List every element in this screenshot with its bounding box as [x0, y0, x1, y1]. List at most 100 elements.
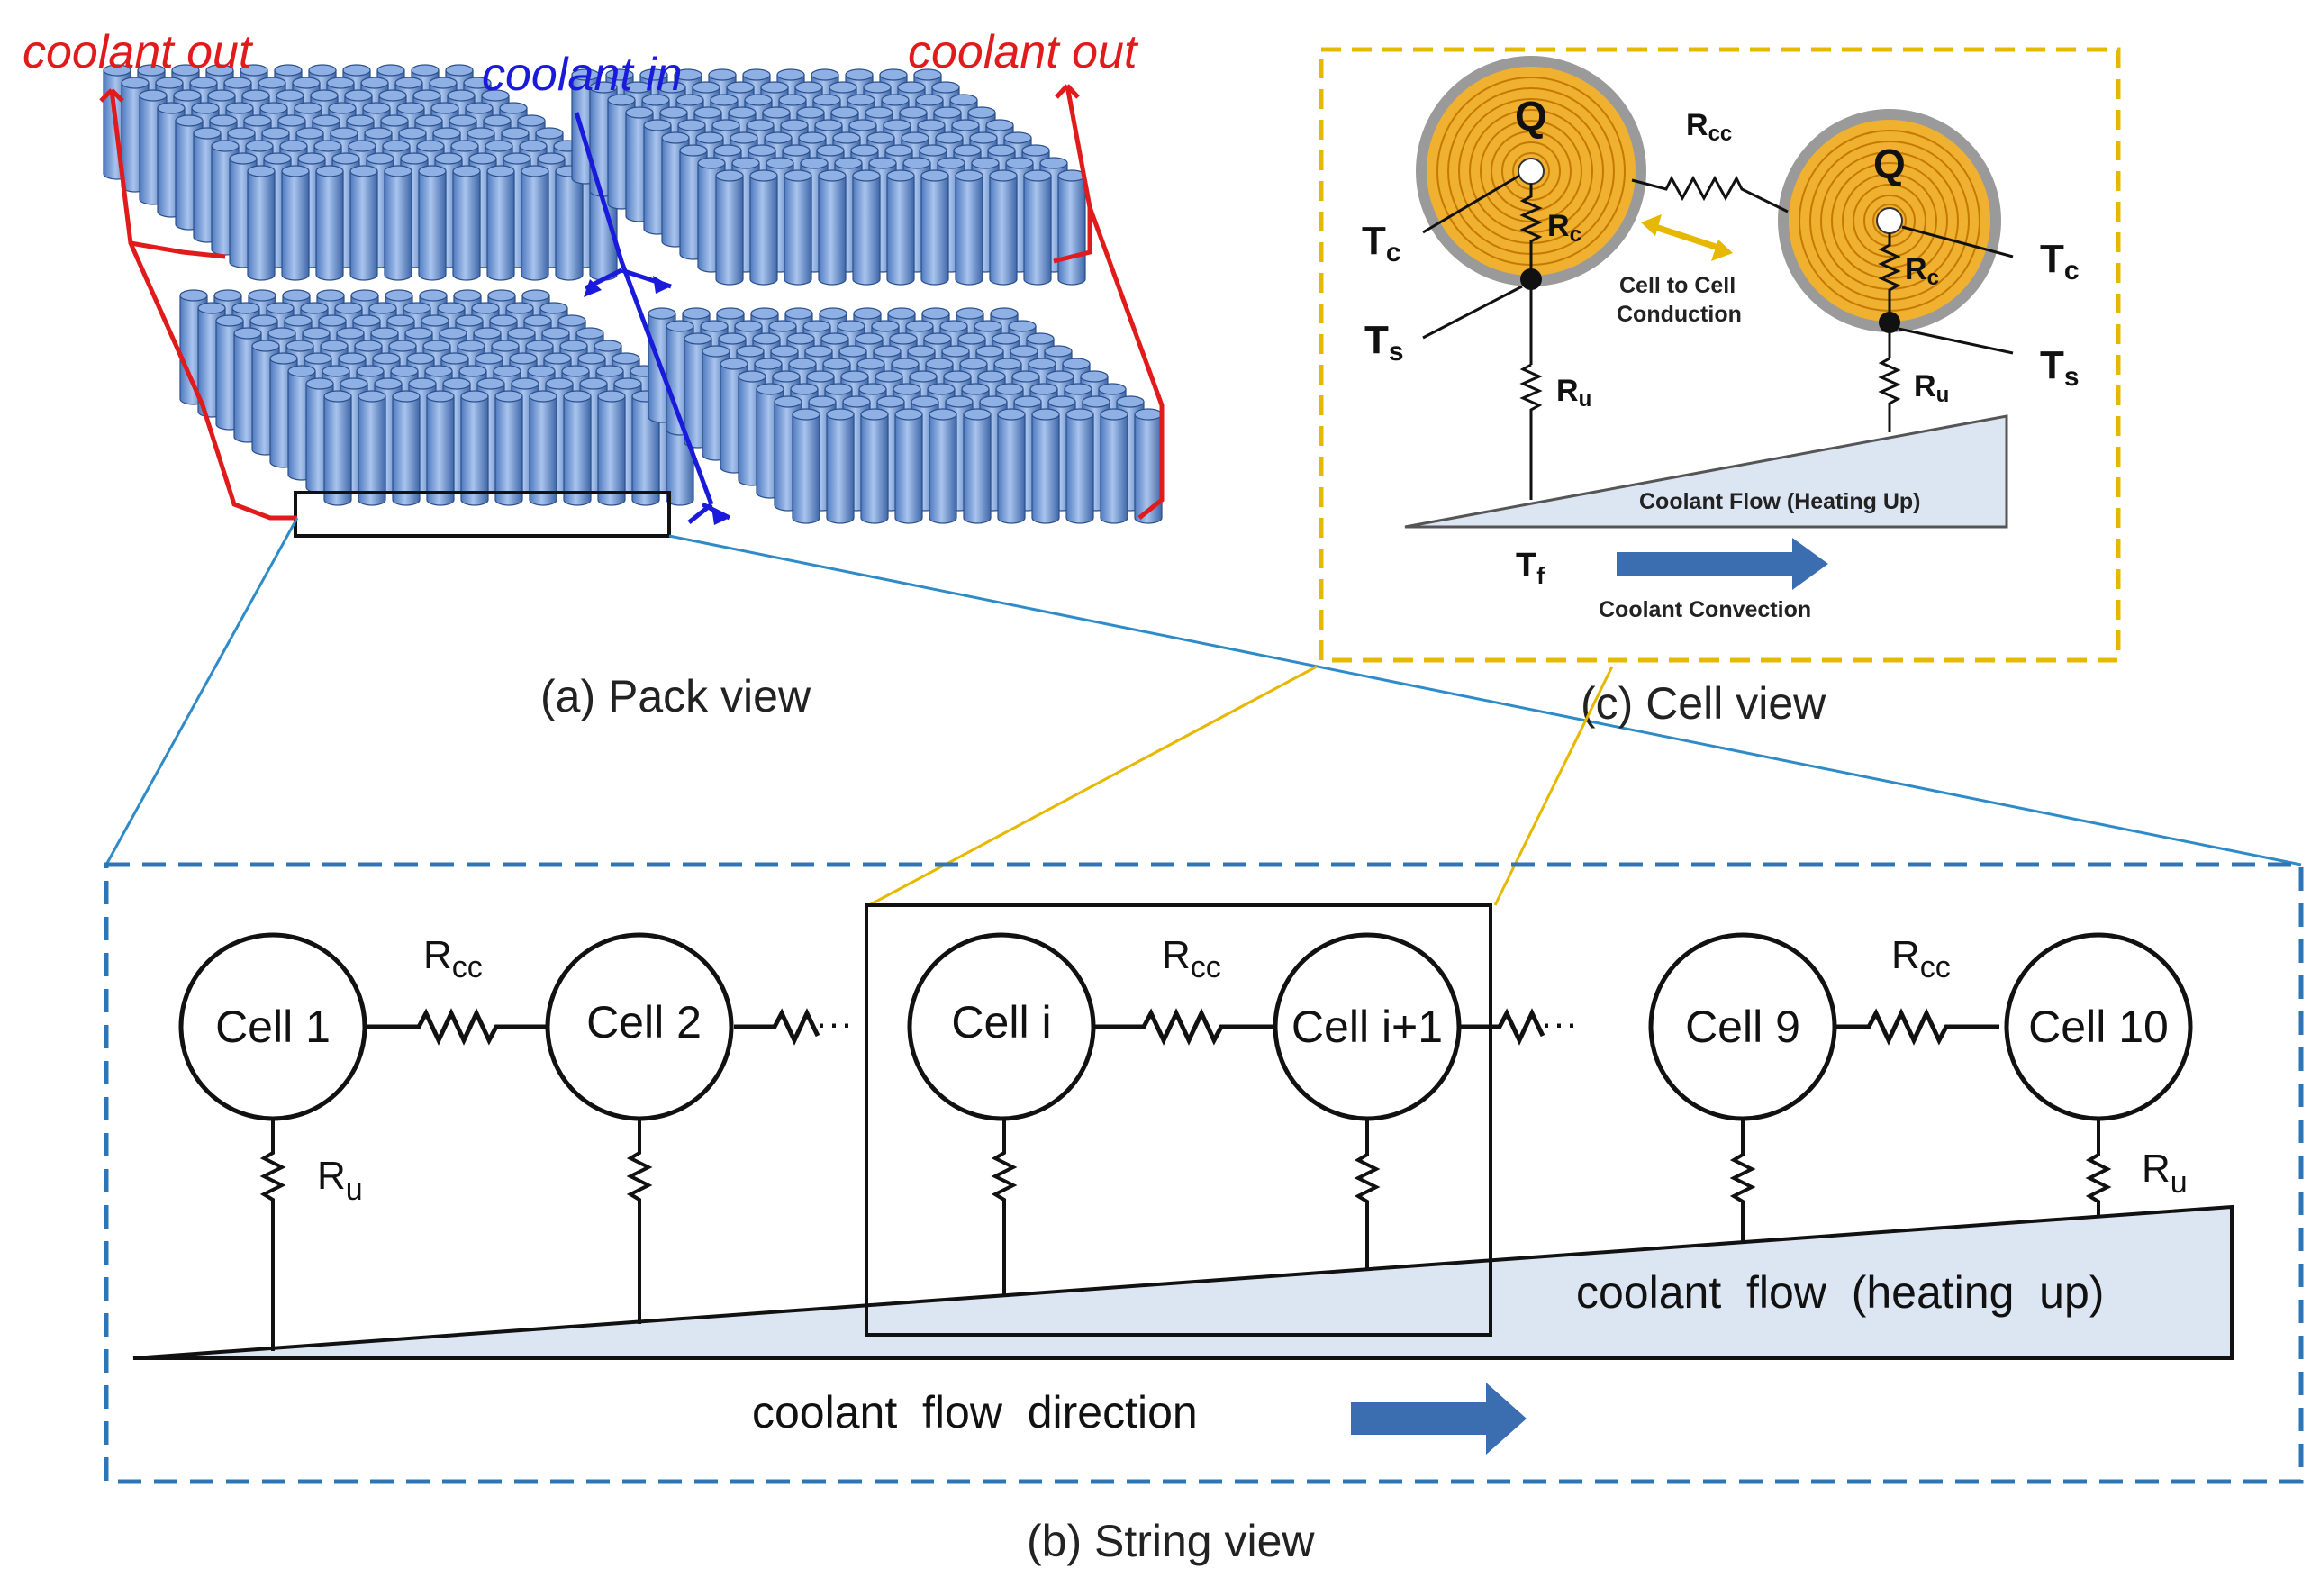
- pack-cylinder-top: [450, 140, 479, 152]
- pack-cylinder-top: [292, 77, 321, 89]
- pack-cylinder-top: [139, 89, 168, 102]
- cell-view-right-cell: [1778, 109, 2014, 432]
- pack-cylinder-top: [605, 68, 634, 81]
- pack-cylinder: [349, 170, 378, 281]
- pack-cylinder-top: [829, 81, 857, 94]
- pack-cylinder-top: [207, 89, 236, 102]
- pack-cylinder-top: [855, 332, 884, 345]
- pack-cylinder-top: [453, 289, 482, 302]
- pack-cylinder-top: [374, 377, 403, 390]
- pack-cylinder-top: [400, 152, 429, 165]
- pack-cylinder: [323, 395, 352, 506]
- pack-cylinder-top: [693, 106, 722, 119]
- pack-cylinder: [452, 170, 481, 281]
- pack-cylinder-top: [458, 365, 487, 377]
- pack-cylinder: [1031, 413, 1060, 524]
- pack-cylinder-top: [295, 127, 324, 140]
- pack-cylinder-top: [840, 370, 869, 383]
- string-coolant-flow-label: coolant flow (heating up): [1576, 1267, 2104, 1318]
- zoom-line-left: [104, 517, 299, 866]
- pack-cylinder-top: [315, 165, 344, 177]
- coolant-out-right-label: coolant out: [908, 26, 1139, 78]
- pack-cylinder-top: [728, 106, 757, 119]
- pack-cylinder-top: [909, 370, 938, 383]
- pack-cylinder-top: [1047, 395, 1076, 408]
- pack-cylinder-top: [455, 314, 484, 327]
- pack-cylinder-top: [1064, 383, 1092, 395]
- pack-cylinder-top: [452, 165, 481, 177]
- pack-cylinder-top: [1028, 358, 1056, 370]
- pack-cylinder-top: [429, 77, 458, 89]
- pack-cylinder-top: [945, 395, 974, 408]
- pack-cylinder-top: [541, 327, 570, 340]
- svg-text:Cell 9: Cell 9: [1685, 1002, 1800, 1052]
- pack-cylinder-top: [312, 114, 340, 127]
- pack-cylinder-top: [364, 127, 393, 140]
- pack-cylinder-top: [736, 345, 765, 358]
- pack-cylinder-top: [902, 157, 931, 169]
- pack-cylinder-top: [1008, 320, 1037, 332]
- pack-cylinder-top: [756, 383, 784, 395]
- pack-cylinder-top: [330, 127, 358, 140]
- ts-left-label: Ts: [1364, 318, 1404, 367]
- pack-cylinder-top: [523, 314, 552, 327]
- pack-block-top-left: [103, 64, 618, 281]
- pack-cylinder-top: [863, 81, 892, 94]
- pack-cylinder-top: [491, 340, 520, 352]
- pack-cylinder: [384, 170, 412, 281]
- pack-cell-blocks: [103, 64, 1163, 524]
- cell-view-frame: [1319, 47, 2121, 663]
- pack-cylinder-top: [675, 94, 704, 106]
- pack-cylinder-top: [830, 106, 859, 119]
- pack-cylinder-top: [390, 365, 419, 377]
- string-view: Cell 1 Cell 2 Cell i Cell i+1 Cell 9 Cel…: [104, 862, 2304, 1566]
- string-view-frame: [104, 862, 2304, 1484]
- pack-cylinder-top: [362, 102, 391, 114]
- pack-cylinder-top: [358, 390, 386, 403]
- pack-cylinder-top: [476, 377, 505, 390]
- pack-cylinder-top: [545, 377, 574, 390]
- pack-cylinder-top: [380, 114, 409, 127]
- pack-cylinder-top: [137, 64, 166, 77]
- pack-cylinder-top: [941, 345, 970, 358]
- pack-cylinder-top: [323, 390, 352, 403]
- pack-cylinder-top: [953, 144, 982, 157]
- pack-cylinder-top: [261, 127, 290, 140]
- pack-cylinder-top: [822, 358, 851, 370]
- pack-cylinder-top: [1062, 358, 1091, 370]
- pack-cylinder-top: [782, 144, 811, 157]
- pack-cylinder-top: [730, 131, 758, 144]
- pack-cylinder-top: [786, 332, 815, 345]
- pack-cylinder-top: [881, 94, 910, 106]
- pack-cylinder-top: [772, 370, 801, 383]
- pack-cylinder-top: [923, 332, 952, 345]
- pack-cylinder-top: [340, 377, 368, 390]
- pack-cylinder-top: [959, 358, 988, 370]
- pack-cylinder-top: [752, 332, 781, 345]
- pack-cylinder-top: [731, 157, 760, 169]
- pack-cylinder-top: [258, 77, 286, 89]
- ru-left-label: Ru: [1556, 374, 1591, 412]
- pack-cylinder: [1065, 413, 1094, 524]
- pack-cylinder-top: [746, 119, 775, 131]
- pack-cylinder-top: [708, 68, 737, 81]
- pack-cylinder-top: [328, 102, 357, 114]
- pack-cylinder-top: [824, 383, 853, 395]
- pack-cylinder-top: [445, 64, 474, 77]
- pack-cylinder: [860, 413, 889, 524]
- pack-cylinder-top: [408, 377, 437, 390]
- pack-cylinder-top: [679, 144, 708, 157]
- pack-cylinder-top: [886, 169, 915, 182]
- pack-cylinder-top: [1046, 370, 1074, 383]
- pack-cylinder-top: [975, 345, 1004, 358]
- pack-cylinder-top: [157, 102, 186, 114]
- pack-cylinder-top: [643, 119, 672, 131]
- pack-cylinder-top: [868, 157, 897, 169]
- pack-cylinder: [920, 175, 949, 286]
- pack-cylinder-top: [350, 289, 379, 302]
- pack-cylinder-top: [858, 383, 887, 395]
- pack-cylinder: [784, 175, 812, 286]
- pack-cylinder-top: [519, 140, 548, 152]
- pack-cylinder-top: [346, 114, 375, 127]
- pack-cylinder-top: [742, 68, 771, 81]
